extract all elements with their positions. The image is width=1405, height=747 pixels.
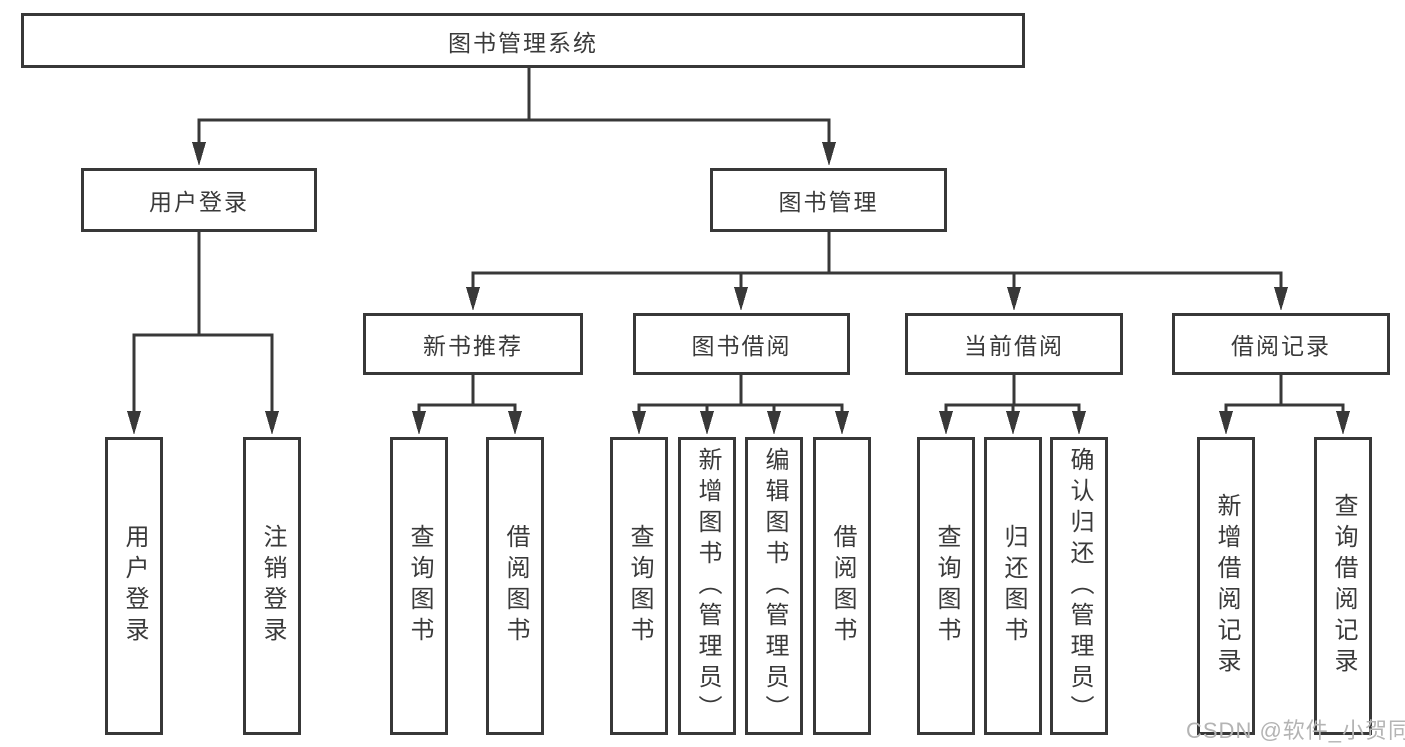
leaf-label: 归还图书 <box>1000 524 1027 648</box>
node-library-management-system: 图书管理系统 <box>21 13 1025 68</box>
node-borrowing-records: 借阅记录 <box>1172 313 1390 375</box>
leaf-label: 借阅图书 <box>502 524 529 648</box>
leaf-confirm-return-admin: 确认归还（管理员） <box>1050 437 1108 735</box>
connector-book-management-to-level3 <box>466 232 1288 311</box>
watermark-csdn: CSDN @软件_小贺同学 <box>1186 718 1405 743</box>
connector-book-borrowing-to-leaves <box>632 375 849 435</box>
leaf-logout-login: 注销登录 <box>243 437 301 735</box>
connector-root-to-level2 <box>192 68 836 166</box>
node-label: 图书管理系统 <box>448 29 598 56</box>
leaf-label: 查询图书 <box>933 524 960 648</box>
leaf-label: 借阅图书 <box>829 524 856 648</box>
leaf-borrow-books-borrowing: 借阅图书 <box>813 437 871 735</box>
leaf-query-books-current: 查询图书 <box>917 437 975 735</box>
leaf-query-borrowing-record: 查询借阅记录 <box>1314 437 1372 735</box>
connector-borrowing-records-to-leaves <box>1219 375 1350 435</box>
leaf-label: 新增借阅记录 <box>1213 493 1240 679</box>
node-book-borrowing: 图书借阅 <box>633 313 850 375</box>
connector-current-borrowing-to-leaves <box>939 375 1086 435</box>
node-label: 借阅记录 <box>1231 333 1331 359</box>
leaf-query-books-borrowing: 查询图书 <box>610 437 668 735</box>
leaf-user-login: 用户登录 <box>105 437 163 735</box>
node-new-book-recommendation: 新书推荐 <box>363 313 583 375</box>
leaf-label: 编辑图书（管理员） <box>761 446 788 726</box>
leaf-add-book-admin: 新增图书（管理员） <box>678 437 736 735</box>
node-current-borrowing: 当前借阅 <box>905 313 1123 375</box>
connector-user-login-to-leaves <box>127 232 279 435</box>
leaf-label: 查询图书 <box>406 524 433 648</box>
leaf-query-books-recommend: 查询图书 <box>390 437 448 735</box>
leaf-label: 新增图书（管理员） <box>694 446 721 726</box>
leaf-label: 注销登录 <box>259 524 286 648</box>
leaf-label: 查询图书 <box>626 524 653 648</box>
connector-new-book-recommendation-to-leaves <box>412 375 522 435</box>
node-label: 当前借阅 <box>964 333 1064 359</box>
leaf-return-books: 归还图书 <box>984 437 1042 735</box>
node-book-management: 图书管理 <box>710 168 947 232</box>
node-label: 图书管理 <box>778 189 879 215</box>
leaf-label: 用户登录 <box>121 524 148 648</box>
leaf-label: 查询借阅记录 <box>1330 493 1357 679</box>
node-label: 新书推荐 <box>423 333 523 359</box>
node-user-login: 用户登录 <box>81 168 317 232</box>
leaf-edit-book-admin: 编辑图书（管理员） <box>745 437 803 735</box>
leaf-borrow-books-recommend: 借阅图书 <box>486 437 544 735</box>
leaf-add-borrowing-record: 新增借阅记录 <box>1197 437 1255 735</box>
node-label: 用户登录 <box>149 189 249 215</box>
leaf-label: 确认归还（管理员） <box>1066 446 1093 726</box>
node-label: 图书借阅 <box>691 333 792 359</box>
